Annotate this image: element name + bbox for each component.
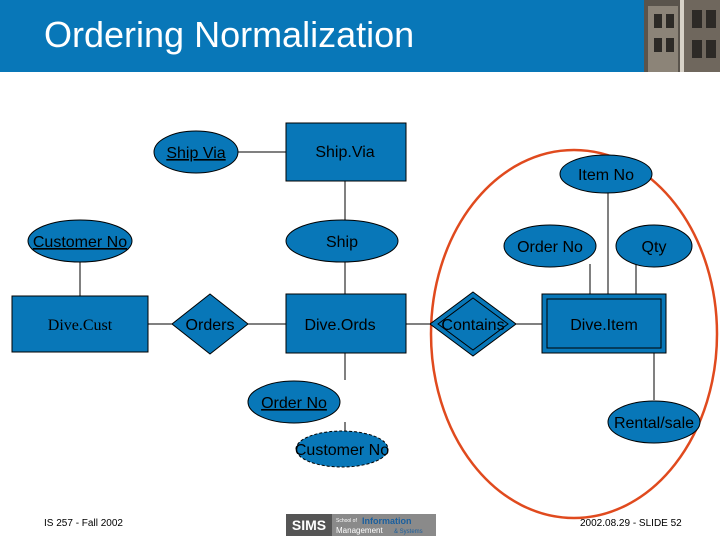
svg-text:Contains: Contains: [441, 317, 504, 334]
attribute-item-no: Item No: [559, 154, 653, 194]
svg-text:Management: Management: [336, 526, 383, 535]
relationship-contains: Contains: [429, 291, 517, 357]
svg-text:SIMS: SIMS: [292, 517, 326, 533]
attribute-qty: Qty: [615, 224, 693, 268]
svg-text:Order No: Order No: [517, 239, 583, 256]
svg-text:Dive.Cust: Dive.Cust: [48, 317, 113, 334]
attribute-customer-no: Customer No: [27, 219, 133, 263]
entity-dive-ords: Dive.Ords: [285, 293, 407, 354]
svg-text:Order No: Order No: [261, 395, 327, 412]
attribute-ship: Ship: [285, 219, 399, 263]
svg-text:Orders: Orders: [186, 317, 235, 334]
attribute-rental-sale: Rental/sale: [607, 400, 701, 444]
slide-title: Ordering Normalization: [44, 14, 415, 55]
footer-course: IS 257 - Fall 2002: [44, 518, 123, 529]
highlight-ellipse: [429, 148, 719, 520]
attribute-customer-no-fk: Customer No: [295, 430, 389, 468]
svg-text:Ship.Via: Ship.Via: [315, 144, 374, 161]
svg-text:Ship: Ship: [326, 234, 358, 251]
sims-logo: SIMS School of Information Management & …: [286, 514, 436, 536]
entity-ship-via: Ship.Via: [285, 122, 407, 182]
slide-header: Ordering Normalization: [0, 0, 720, 72]
svg-text:Customer No: Customer No: [33, 234, 127, 251]
svg-text:Information: Information: [362, 516, 412, 526]
footer-slide-number: 2002.08.29 - SLIDE 52: [580, 518, 682, 529]
svg-text:Customer No: Customer No: [295, 442, 389, 459]
svg-text:Dive.Ords: Dive.Ords: [304, 317, 375, 334]
svg-text:School of: School of: [336, 518, 357, 524]
svg-text:Rental/sale: Rental/sale: [614, 415, 694, 432]
svg-text:Item No: Item No: [578, 167, 634, 184]
relationship-orders: Orders: [171, 293, 249, 355]
attribute-order-no: Order No: [247, 380, 341, 424]
entity-dive-cust: Dive.Cust: [11, 295, 149, 353]
svg-text:& Systems: & Systems: [394, 529, 423, 535]
svg-text:Qty: Qty: [642, 239, 667, 256]
attribute-ship-via: Ship Via: [153, 130, 239, 174]
connector-lines: [79, 151, 655, 432]
svg-text:Ship Via: Ship Via: [166, 145, 225, 162]
attribute-order-no-item: Order No: [503, 224, 597, 268]
entity-dive-item: Dive.Item: [541, 293, 667, 354]
svg-text:Dive.Item: Dive.Item: [570, 317, 638, 334]
building-photo: [644, 0, 720, 72]
